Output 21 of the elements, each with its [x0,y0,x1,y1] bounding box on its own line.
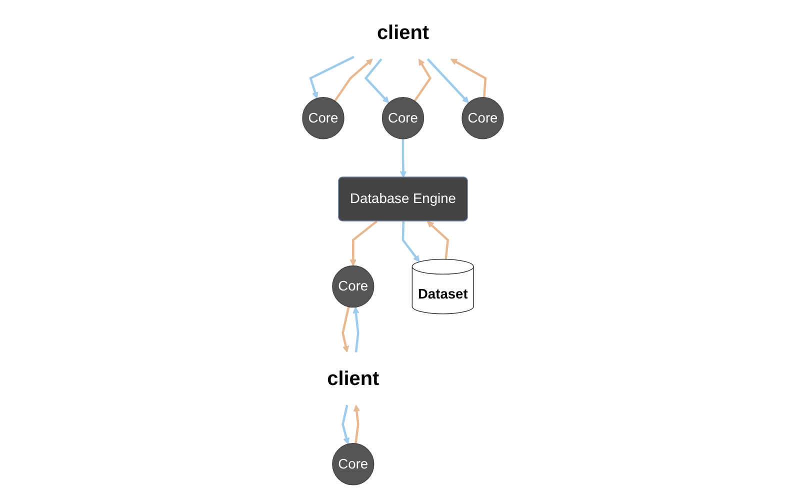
arrow [309,56,354,99]
arrow [364,58,390,104]
node-circle: Core [332,443,374,486]
arrow [402,221,420,262]
arrow [342,404,350,444]
node-text: client [376,20,430,44]
arrow [342,306,350,352]
arrow [400,138,407,178]
arrow [426,58,469,104]
arrow [450,58,487,98]
arrow [414,58,432,102]
node-circle: Core [302,97,344,140]
node-circle: Core [332,265,374,308]
node-circle: Core [382,97,424,140]
node-circle: Core [462,97,504,140]
arrow [334,58,373,102]
arrow [426,220,450,260]
arrow [353,404,360,444]
node-text: client [327,366,380,390]
arrow [350,220,378,266]
arrow [352,306,360,352]
